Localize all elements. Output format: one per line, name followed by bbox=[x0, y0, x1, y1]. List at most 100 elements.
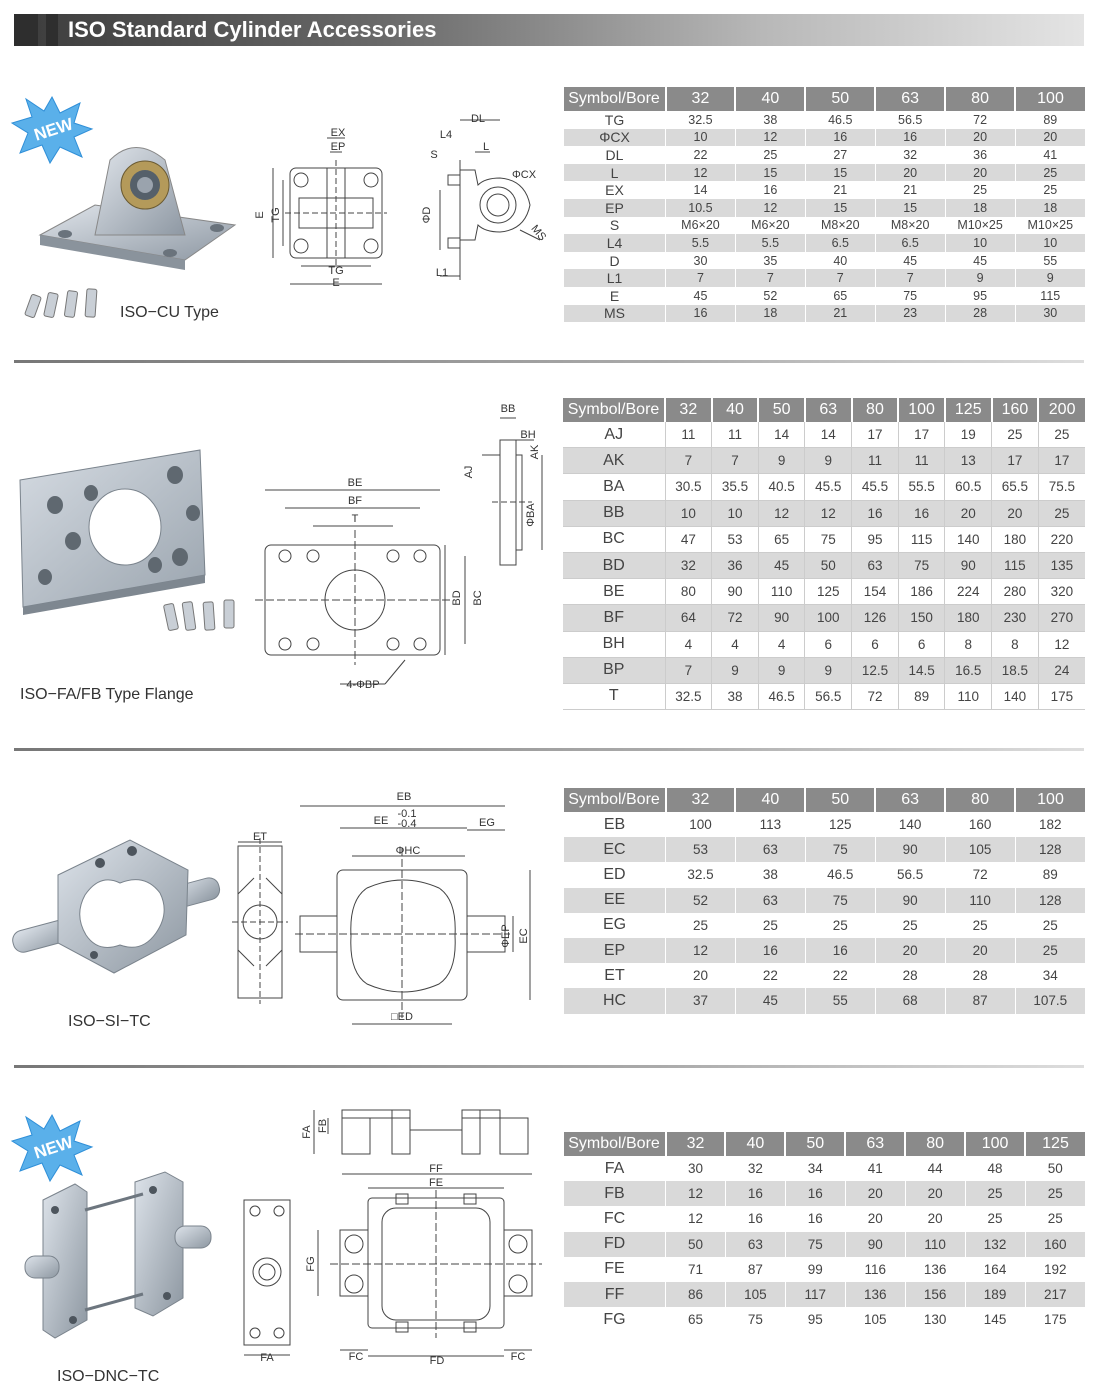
table-cell: 25 bbox=[964, 1206, 1026, 1232]
row-symbol: T bbox=[563, 683, 665, 711]
table-cell: 37 bbox=[665, 988, 736, 1014]
table-cell: 25 bbox=[944, 912, 1016, 938]
row-symbol: BF bbox=[563, 604, 665, 632]
table-cell: 25 bbox=[991, 422, 1039, 449]
table-cell: 75 bbox=[804, 837, 876, 863]
table-cell: 15 bbox=[734, 163, 806, 182]
trunnion-image bbox=[12, 839, 221, 974]
table-cell: 72 bbox=[944, 111, 1016, 129]
table-cell: 20 bbox=[844, 1206, 906, 1232]
row-symbol: ET bbox=[563, 963, 666, 989]
table-cell: 20 bbox=[944, 163, 1016, 182]
table-cell: 50 bbox=[804, 552, 852, 580]
table-cell: 220 bbox=[1037, 526, 1085, 553]
cu-mount-image bbox=[38, 147, 237, 270]
table-cell: 25 bbox=[1014, 937, 1085, 964]
table-cell: 75 bbox=[724, 1307, 786, 1333]
table-cell: 156 bbox=[904, 1281, 966, 1308]
table-cell: 75.5 bbox=[1037, 473, 1085, 501]
table-cell: 95 bbox=[944, 286, 1016, 305]
table-cell: 186 bbox=[897, 578, 945, 606]
dim-ed: □ED bbox=[391, 1011, 413, 1023]
table-cell: 9 bbox=[757, 447, 805, 475]
table-cell: 115 bbox=[991, 552, 1039, 580]
table-cell: 16 bbox=[851, 500, 899, 527]
table-cell: 128 bbox=[1014, 837, 1085, 863]
table-cell: 110 bbox=[757, 578, 805, 606]
row-symbol: BB bbox=[563, 500, 665, 527]
table-cell: 150 bbox=[897, 604, 945, 632]
table-cell: 45.5 bbox=[851, 473, 899, 501]
table-cell: 16 bbox=[724, 1206, 786, 1232]
table-cell: 63 bbox=[734, 837, 806, 863]
dnc-top-drawing: FA FB bbox=[301, 1109, 529, 1155]
dim-fc-left: FC bbox=[349, 1351, 364, 1363]
table-cell: 125 bbox=[804, 812, 876, 838]
table-cell: 175 bbox=[1037, 683, 1085, 711]
table-cell: 270 bbox=[1037, 604, 1085, 632]
row-symbol: BE bbox=[563, 578, 665, 606]
table-cell: 17 bbox=[897, 422, 945, 449]
table-cell: 145 bbox=[964, 1307, 1026, 1333]
table-cell: 116 bbox=[844, 1256, 906, 1282]
table-cell: 25 bbox=[1014, 181, 1085, 199]
table-cell: 16 bbox=[804, 937, 876, 964]
table-cell: 6 bbox=[804, 631, 852, 658]
table-cell: 30 bbox=[665, 1156, 726, 1182]
dim-ee-tol-lower: -0.4 bbox=[398, 818, 417, 830]
table-cell: 14 bbox=[804, 422, 852, 449]
table-cell: 25 bbox=[734, 912, 806, 938]
table-cell: 90 bbox=[757, 604, 805, 632]
table-cell: 56.5 bbox=[804, 683, 852, 711]
table-cell: 34 bbox=[1014, 963, 1085, 989]
table-cell: 14 bbox=[757, 422, 805, 449]
table-cell: 20 bbox=[874, 937, 946, 964]
header-bore: 50 bbox=[804, 87, 876, 111]
table-cell: 63 bbox=[724, 1231, 786, 1257]
table-cell: 10 bbox=[664, 500, 712, 527]
table-cell: 90 bbox=[874, 837, 946, 863]
table-cell: 126 bbox=[851, 604, 899, 632]
table-cell: 38 bbox=[734, 111, 806, 129]
title-block-1 bbox=[14, 14, 38, 46]
table-cell: 45 bbox=[665, 286, 736, 305]
table-cell: M10×25 bbox=[944, 216, 1016, 235]
table-cell: 63 bbox=[851, 552, 899, 580]
table-cell: 28 bbox=[944, 963, 1016, 989]
table-cell: 11 bbox=[664, 422, 712, 449]
page-title-bar: ISO Standard Cylinder Accessories bbox=[14, 14, 1084, 46]
table-cell: 46.5 bbox=[757, 683, 805, 711]
table-cell: 34 bbox=[784, 1156, 846, 1182]
table-cell: 89 bbox=[1014, 111, 1085, 129]
table-cell: 8 bbox=[991, 631, 1039, 658]
table-cell: 72 bbox=[711, 604, 759, 632]
flange-side-drawing: BB BH AJ AK ΦBA bbox=[463, 403, 543, 566]
table-cell: 6 bbox=[851, 631, 899, 658]
table-cell: 75 bbox=[897, 552, 945, 580]
table-cell: M6×20 bbox=[734, 216, 806, 235]
table-cell: 75 bbox=[804, 887, 876, 913]
table-cell: 41 bbox=[1014, 146, 1085, 164]
dim-s: S bbox=[430, 149, 437, 161]
table-cell: 16 bbox=[897, 500, 945, 527]
dim-fg: FG bbox=[305, 1256, 317, 1271]
dim-fa-side: FA bbox=[260, 1352, 274, 1364]
table-cell: 20 bbox=[904, 1206, 966, 1232]
dim-ec: EC bbox=[518, 928, 530, 943]
dim-ex: EX bbox=[331, 127, 346, 139]
product-label-cu: ISO−CU Type bbox=[120, 304, 219, 321]
table-cell: 65 bbox=[804, 286, 876, 305]
header-bore: 80 bbox=[850, 398, 899, 422]
table-cell: 44 bbox=[904, 1156, 966, 1182]
row-symbol: MS bbox=[563, 304, 666, 323]
dnc-trunnion-image bbox=[24, 1171, 212, 1339]
